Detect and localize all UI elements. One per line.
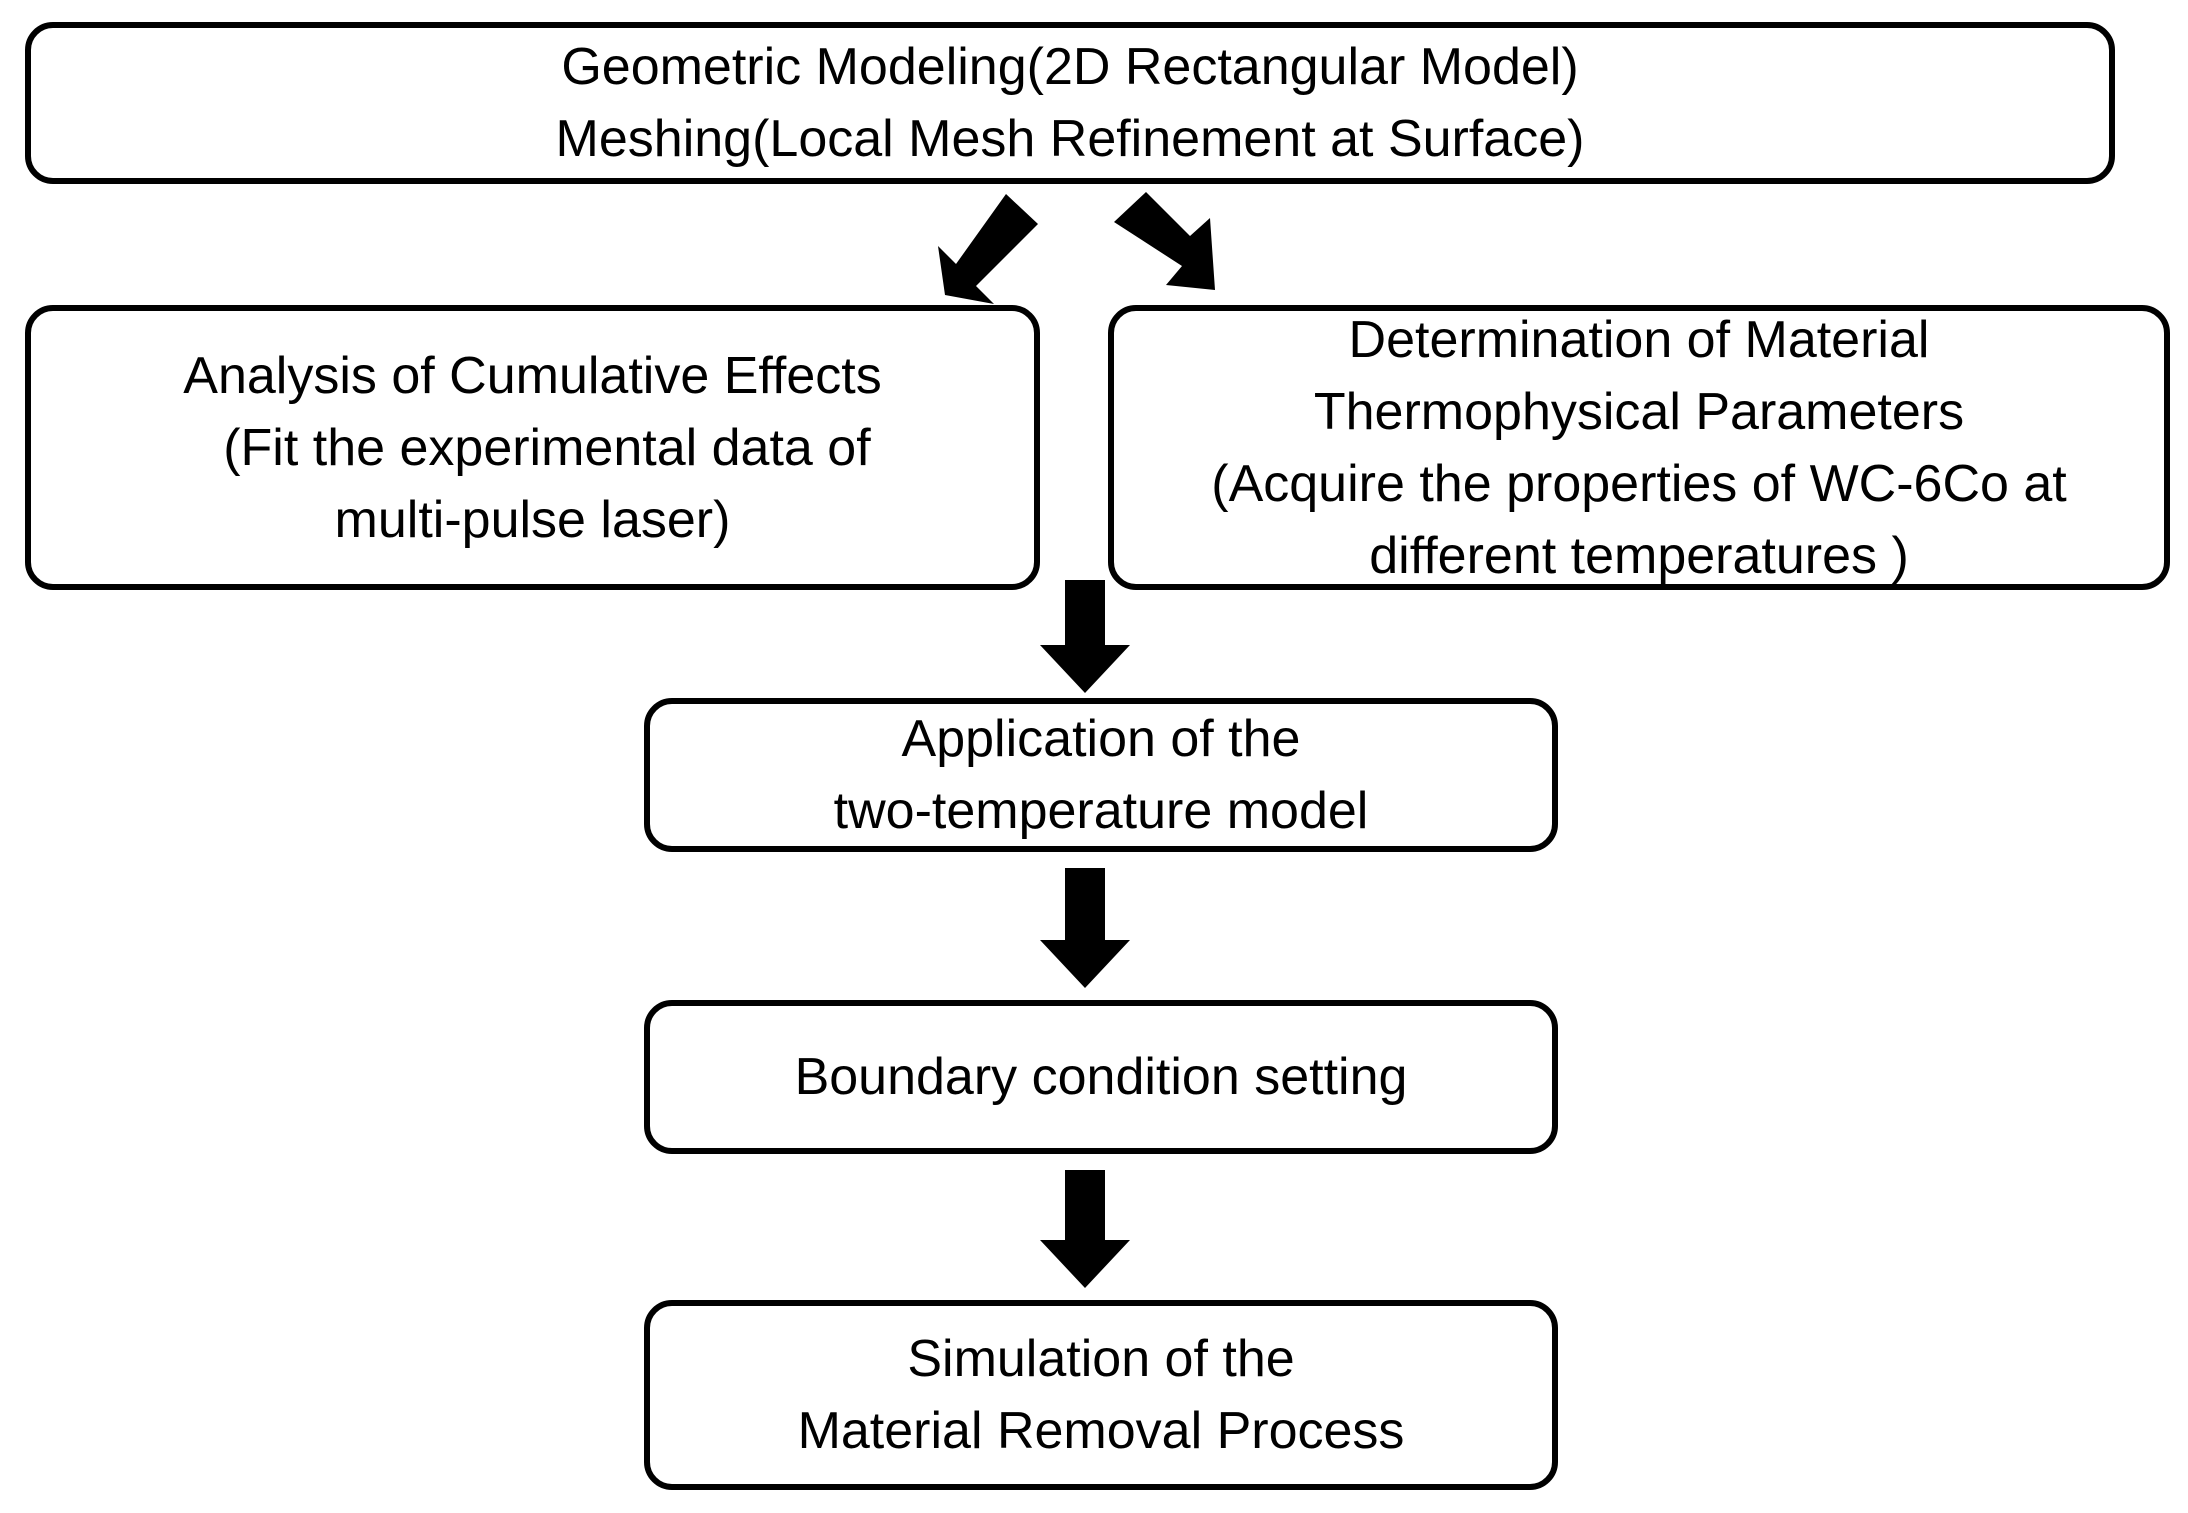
two-temperature-model-line-2: two-temperature model <box>833 782 1369 840</box>
simulation-line-1: Simulation of the <box>907 1330 1295 1388</box>
geometric-modeling-box: Geometric Modeling(2D Rectangular Model)… <box>25 22 2115 184</box>
material-parameters-line-1: Determination of Material <box>1348 310 1930 369</box>
geometric-modeling-line-2: Meshing(Local Mesh Refinement at Surface… <box>555 110 1585 168</box>
cumulative-effects-line-3: multi-pulse laser) <box>334 490 731 549</box>
arrow-to-boundary-condition <box>1040 868 1130 988</box>
arrow-to-material-parameters <box>1114 192 1215 290</box>
material-parameters-line-2: Thermophysical Parameters <box>1313 382 1965 441</box>
boundary-condition-line-1: Boundary condition setting <box>794 1048 1408 1106</box>
simulation-line-2: Material Removal Process <box>797 1402 1405 1460</box>
material-parameters-line-3: (Acquire the properties of WC-6Co at <box>1211 454 2067 513</box>
geometric-modeling-line-1: Geometric Modeling(2D Rectangular Model) <box>561 38 1579 96</box>
cumulative-effects-line-1: Analysis of Cumulative Effects <box>183 346 882 405</box>
arrow-to-simulation <box>1040 1170 1130 1288</box>
two-temperature-model-box: Application of the two-temperature model <box>644 698 1558 852</box>
arrow-to-two-temperature-model <box>1040 580 1130 693</box>
material-parameters-line-4: different temperatures ) <box>1369 526 1909 585</box>
arrow-to-cumulative-effects <box>938 194 1038 304</box>
cumulative-effects-box: Analysis of Cumulative Effects (Fit the … <box>25 305 1040 590</box>
two-temperature-model-line-1: Application of the <box>901 710 1301 768</box>
cumulative-effects-line-2: (Fit the experimental data of <box>194 418 871 477</box>
simulation-box: Simulation of the Material Removal Proce… <box>644 1300 1558 1490</box>
boundary-condition-box: Boundary condition setting <box>644 1000 1558 1154</box>
material-parameters-box: Determination of Material Thermophysical… <box>1108 305 2170 590</box>
